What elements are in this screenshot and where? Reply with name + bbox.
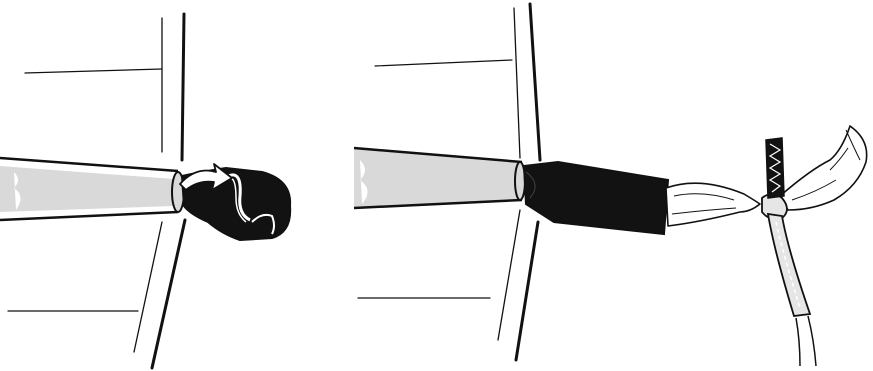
wall-frame — [357, 2, 542, 362]
panel-step-2 — [330, 0, 873, 371]
fabric-bag — [665, 125, 868, 227]
step-1-illustration — [0, 12, 292, 370]
wall-frame — [7, 12, 187, 370]
sock — [522, 160, 670, 236]
pipe — [353, 146, 526, 210]
sock — [180, 166, 292, 242]
pipe — [0, 156, 185, 222]
step-2-illustration — [353, 2, 868, 367]
panel-step-1 — [0, 0, 330, 371]
cord — [761, 137, 817, 367]
curved-arrow-icon — [179, 163, 233, 191]
